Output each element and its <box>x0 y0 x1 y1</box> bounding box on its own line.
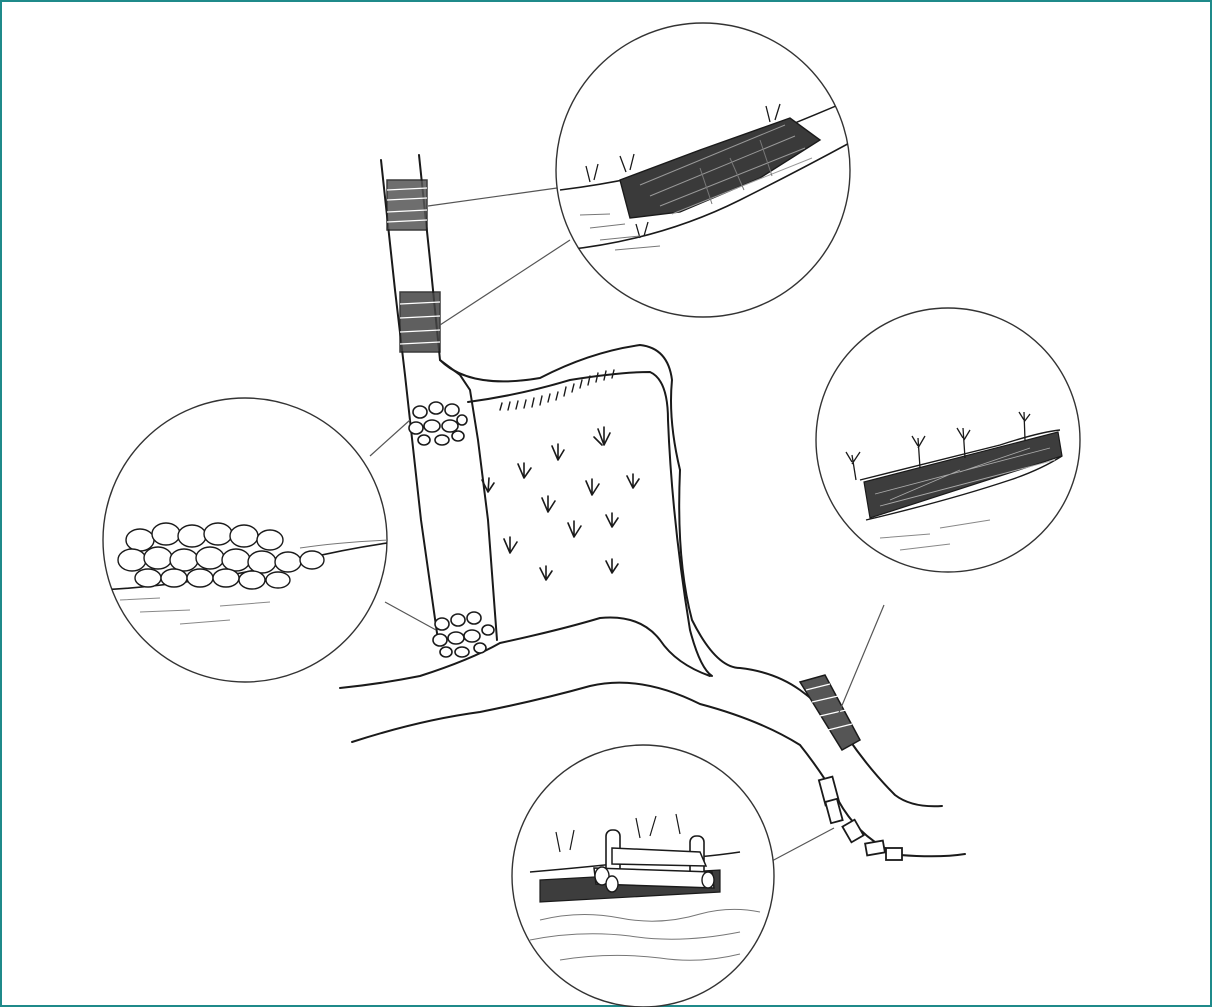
straw-wattle-detail <box>556 23 855 317</box>
brush-marker <box>800 675 860 750</box>
log-check-dam-detail <box>512 745 774 1007</box>
brush-mattress-detail <box>816 308 1080 572</box>
grass-tufts <box>482 427 639 580</box>
rock-check-dam-detail <box>100 398 395 682</box>
